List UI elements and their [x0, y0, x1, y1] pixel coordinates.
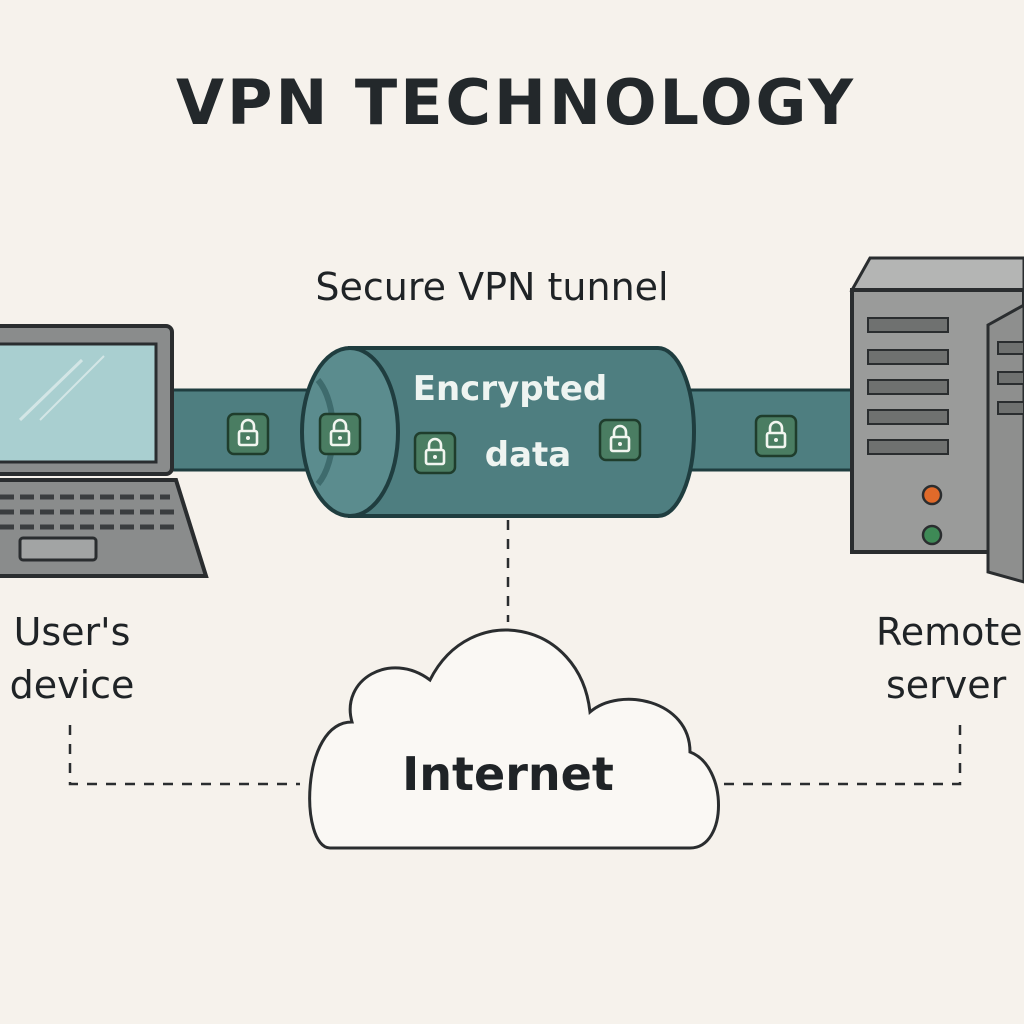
laptop-screen	[0, 342, 158, 464]
laptop-icon	[0, 324, 209, 578]
server-icon	[849, 256, 1024, 584]
diagram-title: VPN TECHNOLOGY	[176, 66, 856, 139]
padlock-icon	[413, 431, 457, 475]
server-led-green	[921, 524, 943, 546]
user-device-label-line2: device	[10, 663, 135, 707]
padlock-icon	[318, 412, 362, 456]
tunnel-label-line1: Encrypted	[413, 369, 608, 409]
laptop-trackpad	[18, 536, 98, 562]
cloud-icon	[308, 628, 720, 850]
device-to-cloud-line	[68, 725, 300, 786]
padlock-icon	[754, 414, 798, 458]
server-to-cloud-line	[720, 725, 962, 786]
server-led-orange	[921, 484, 943, 506]
connector-lines	[68, 520, 962, 786]
tunnel-caption: Secure VPN tunnel	[315, 265, 668, 309]
vpn-tunnel	[300, 346, 696, 518]
padlock-icon	[226, 412, 270, 456]
remote-server-label-line2: server	[886, 663, 1007, 707]
remote-server-label-line1: Remote	[876, 610, 1023, 654]
cloud-label: Internet	[402, 747, 614, 801]
user-device-label-line1: User's	[14, 610, 131, 654]
tunnel-label-line2: data	[485, 435, 571, 475]
padlock-icon	[598, 418, 642, 462]
